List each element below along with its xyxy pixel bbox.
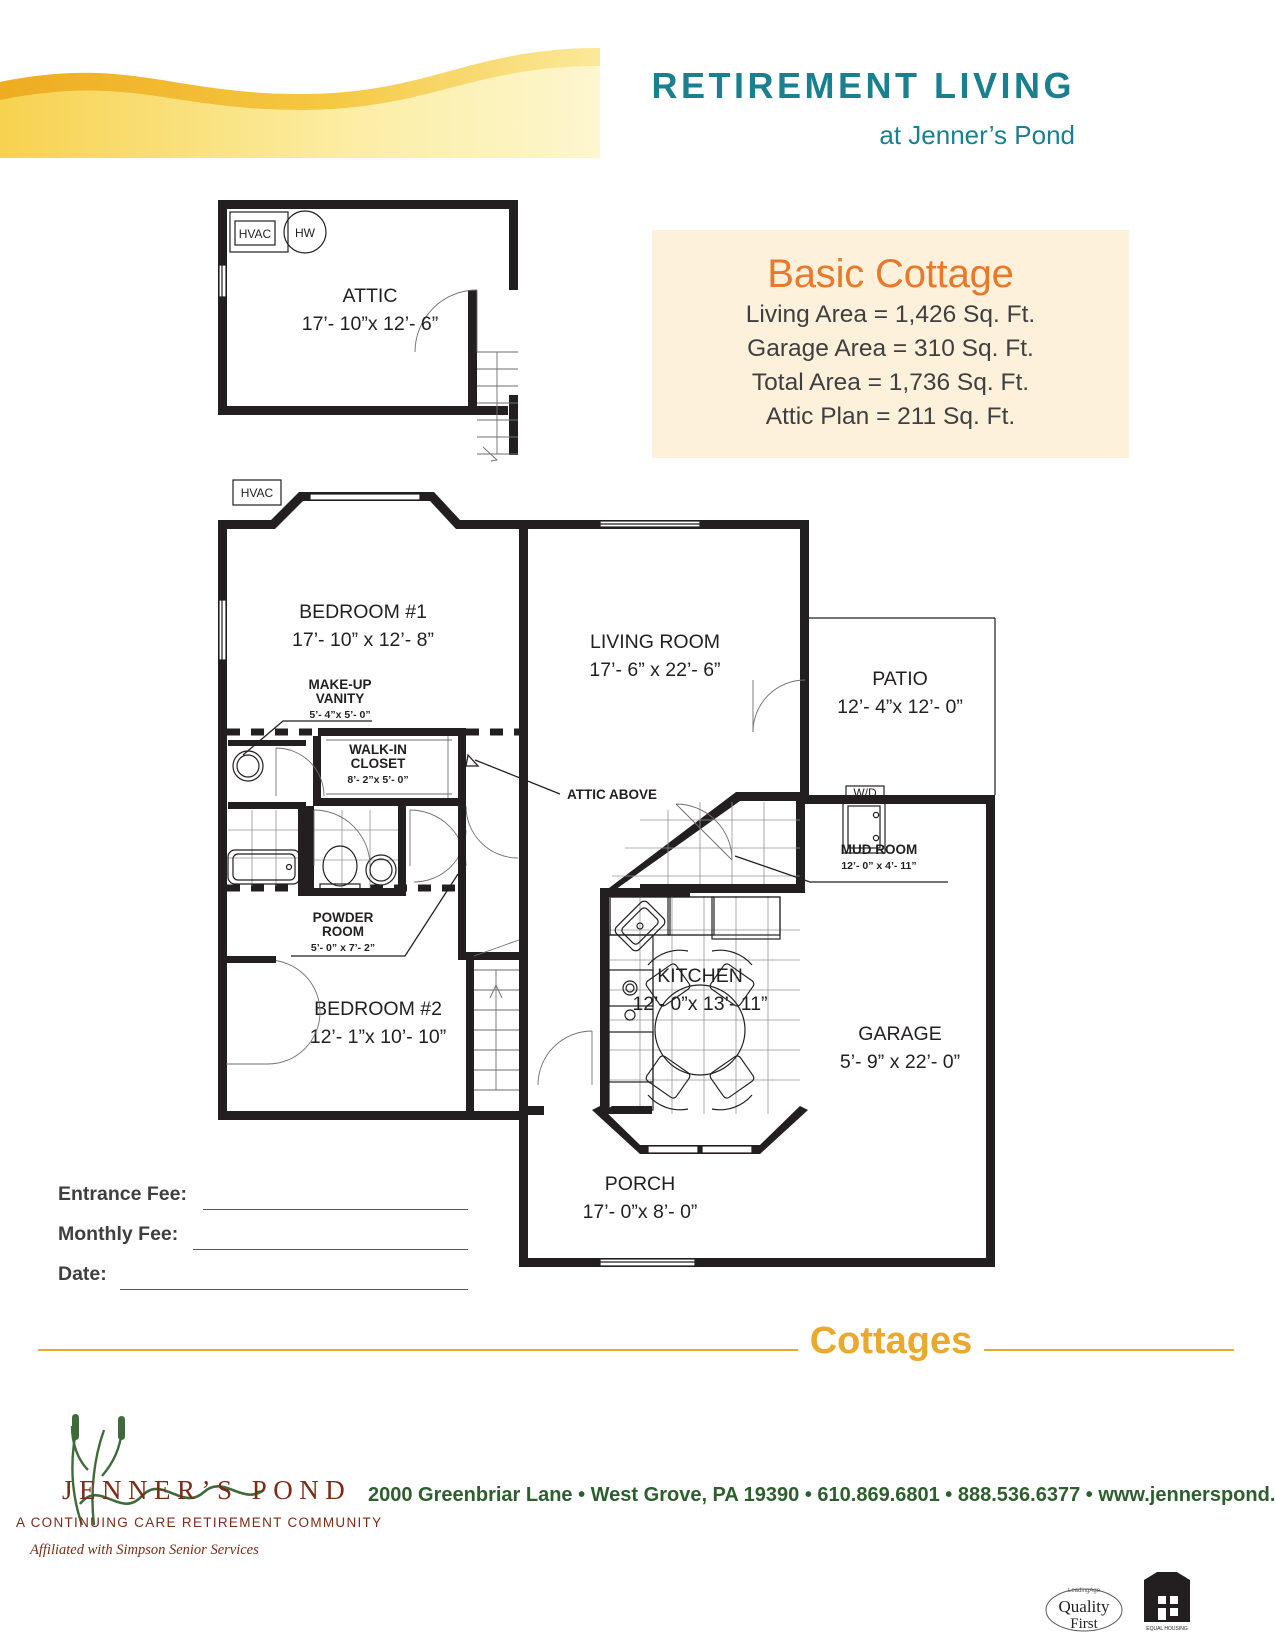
main-floor-plan: HVAC	[218, 479, 996, 1267]
living-area-line: Living Area = 1,426 Sq. Ft.	[745, 301, 1036, 328]
powder-room	[306, 806, 406, 896]
date-input[interactable]	[120, 1289, 468, 1290]
garage-label: GARAGE	[858, 1023, 941, 1045]
plan-summary-box: Basic Cottage Living Area = 1,426 Sq. Ft…	[652, 230, 1129, 458]
patio-outline	[809, 617, 996, 795]
cottages-band: Cottages	[0, 1320, 1275, 1380]
attic-area-line: Attic Plan = 211 Sq. Ft.	[765, 403, 1016, 430]
attic-plan: HVAC HW ATTIC 17’- 10”x 12’- 6”	[218, 200, 518, 462]
monthly-fee-input[interactable]	[193, 1249, 468, 1250]
vanity-dims: 5’- 4”x 5’- 0”	[309, 709, 370, 721]
patio-door	[752, 679, 806, 733]
quality-first-badge: LeadingAge Quality First	[1045, 1588, 1123, 1632]
svg-text:First: First	[1070, 1616, 1098, 1632]
kitchen	[592, 888, 808, 1154]
main-stairs	[466, 939, 520, 1116]
svg-text:HVAC: HVAC	[241, 486, 274, 500]
monthly-fee-row[interactable]: Monthly Fee:	[58, 1218, 488, 1258]
closet-label-2: CLOSET	[351, 756, 407, 771]
livingroom-dims: 17’- 6” x 22’- 6”	[589, 659, 720, 681]
porch-label: PORCH	[605, 1173, 675, 1195]
total-area-line: Total Area = 1,736 Sq. Ft.	[751, 369, 1030, 396]
svg-text:LeadingAge: LeadingAge	[1068, 1588, 1101, 1594]
bedroom1-dims: 17’- 10” x 12’- 8”	[292, 629, 434, 651]
svg-text:EQUAL HOUSING: EQUAL HOUSING	[1146, 1626, 1188, 1632]
front-door	[537, 1030, 593, 1086]
cottages-label: Cottages	[809, 1320, 973, 1362]
floor-plan-drawing: .w{fill:#231f20} .th{stroke:#231f20;stro…	[0, 170, 1060, 1280]
entrance-fee-label: Entrance Fee:	[58, 1183, 187, 1205]
attic-hvac-unit: HVAC	[229, 211, 289, 253]
vanity-label-2: VANITY	[316, 691, 365, 706]
cottages-rule-left	[38, 1349, 798, 1351]
main-hvac-unit: HVAC	[232, 479, 282, 506]
attic-room-dims: 17’- 10”x 12’- 6”	[302, 313, 439, 335]
bedroom2-label: BEDROOM #2	[314, 998, 442, 1020]
powder-label-2: ROOM	[322, 924, 364, 939]
plan-name: Basic Cottage	[767, 252, 1014, 296]
master-bath	[218, 740, 306, 896]
jenners-pond-logo	[42, 1400, 422, 1535]
kitchen-dims: 12’- 0”x 13’- 11”	[632, 993, 767, 1015]
fees-section: Entrance Fee: Monthly Fee: Date:	[58, 1178, 488, 1298]
livingroom-label: LIVING ROOM	[590, 631, 720, 653]
garage-area-line: Garage Area = 310 Sq. Ft.	[747, 335, 1034, 362]
logo-tagline: A CONTINUING CARE RETIREMENT COMMUNITY	[16, 1515, 383, 1530]
page-title: RETIREMENT LIVING	[651, 65, 1075, 106]
kitchen-label: KITCHEN	[657, 965, 743, 987]
vanity-label-1: MAKE-UP	[309, 677, 372, 692]
attic-above-label: ATTIC ABOVE	[567, 787, 657, 802]
page-subtitle: at Jenner’s Pond	[879, 120, 1075, 150]
footer-badges: LeadingAge Quality First EQUAL HOUSING	[1040, 1566, 1220, 1634]
date-row[interactable]: Date:	[58, 1258, 488, 1298]
mud-room: W/D	[609, 785, 886, 893]
bedroom2-dims: 12’- 1”x 10’- 10”	[310, 1026, 447, 1048]
attic-room-label: ATTIC	[343, 285, 398, 307]
contact-info: 2000 Greenbriar Lane • West Grove, PA 19…	[368, 1484, 1275, 1506]
bedroom1-label: BEDROOM #1	[299, 601, 427, 623]
garage-dims: 5’- 9” x 22’- 0”	[840, 1051, 960, 1073]
entrance-fee-row[interactable]: Entrance Fee:	[58, 1178, 488, 1218]
page-footer: JENNER’S POND A CONTINUING CARE RETIREME…	[0, 1390, 1275, 1651]
porch-dims: 17’- 0”x 8’- 0”	[583, 1201, 698, 1223]
closet-dims: 8’- 2”x 5’- 0”	[347, 774, 408, 786]
powder-dims: 5’- 0” x 7’- 2”	[311, 942, 375, 954]
bedroom2-closet-doors	[226, 959, 321, 1065]
svg-text:HVAC: HVAC	[239, 227, 272, 241]
attic-hot-water-unit: HW	[283, 210, 327, 254]
monthly-fee-label: Monthly Fee:	[58, 1223, 179, 1245]
svg-text:W/D: W/D	[853, 786, 877, 800]
header-swoosh-graphic	[0, 48, 600, 158]
page-header: RETIREMENT LIVING at Jenner’s Pond	[0, 0, 1275, 165]
date-label: Date:	[58, 1263, 107, 1285]
svg-text:Quality: Quality	[1059, 1597, 1110, 1616]
svg-text:HW: HW	[295, 226, 316, 240]
mudroom-dims: 12’- 0” x 4’- 11”	[841, 860, 916, 872]
logo-wordmark: JENNER’S POND	[62, 1475, 352, 1505]
patio-dims: 12’- 4”x 12’- 0”	[837, 696, 963, 718]
logo-affiliation: Affiliated with Simpson Senior Services	[30, 1542, 259, 1558]
patio-label: PATIO	[872, 668, 928, 690]
mudroom-label: MUD ROOM	[841, 842, 918, 857]
powder-label-1: POWDER	[313, 910, 374, 925]
cottages-rule-right	[984, 1349, 1234, 1351]
equal-housing-badge: EQUAL HOUSING	[1144, 1566, 1190, 1632]
entrance-fee-input[interactable]	[203, 1209, 468, 1210]
closet-label-1: WALK-IN	[349, 742, 407, 757]
